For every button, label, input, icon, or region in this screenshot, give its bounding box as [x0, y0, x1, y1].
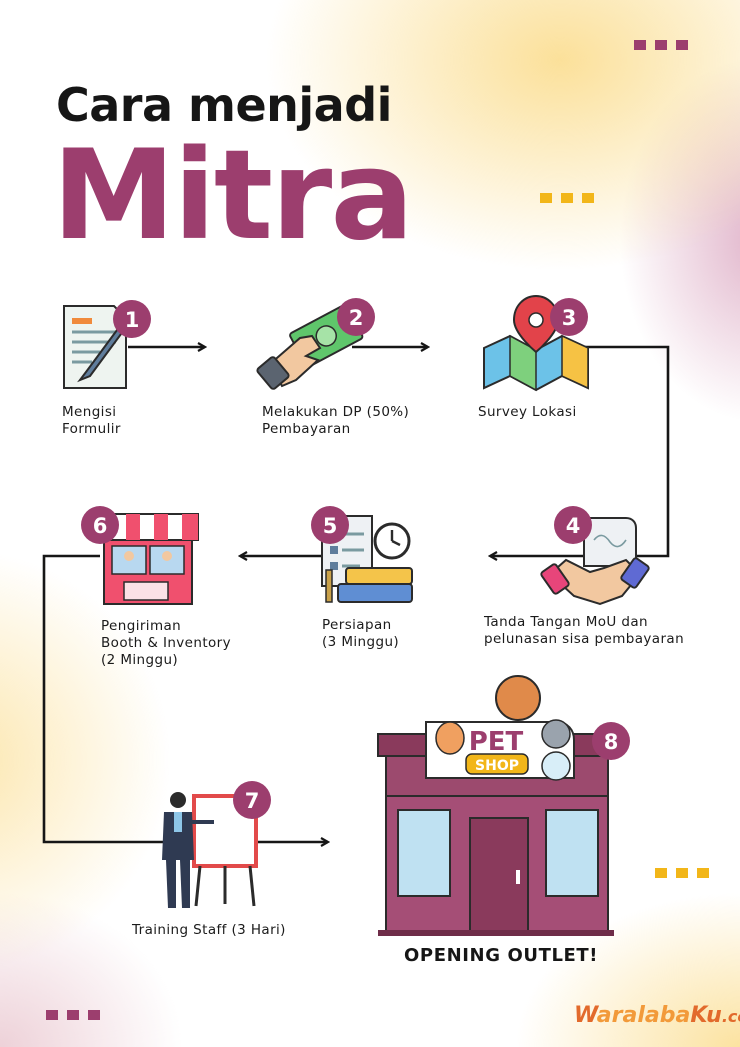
- step-8-label: OPENING OUTLET!: [404, 945, 599, 966]
- badge-number-6: 6: [93, 514, 108, 538]
- step-badges: [81, 298, 630, 819]
- preparation-icon: [321, 515, 413, 603]
- decor-dots-top-right: [634, 40, 688, 50]
- badge-number-8: 8: [604, 730, 619, 754]
- map-pin-icon: [483, 294, 589, 392]
- badge-number-7: 7: [245, 789, 260, 813]
- step-1-label: Mengisi Formulir: [62, 404, 121, 438]
- step-4-label: Tanda Tangan MoU dan pelunasan sisa pemb…: [484, 614, 684, 648]
- title-small: Cara menjadi: [56, 78, 392, 132]
- step-6-line-2: Booth & Inventory: [101, 634, 232, 651]
- badge-circle-6: [81, 506, 119, 544]
- step-2-label: Melakukan DP (50%) Pembayaran: [262, 404, 409, 438]
- title-big: Mitra: [52, 124, 414, 268]
- step-3-label: Survey Lokasi: [478, 404, 577, 421]
- badge-circle-3: [550, 298, 588, 336]
- badge-number-1: 1: [125, 308, 140, 332]
- step-2-line-1: Melakukan DP (50%): [262, 404, 410, 420]
- badge-number-4: 4: [566, 514, 581, 538]
- step-4-line-1: Tanda Tangan MoU dan: [484, 614, 648, 630]
- badge-circle-8: [592, 722, 630, 760]
- logo-part-3: Ku: [690, 1003, 722, 1028]
- badge-number-2: 2: [349, 306, 364, 330]
- pet-shop-building: [377, 675, 615, 936]
- badge-circle-7: [233, 781, 271, 819]
- badge-circle-2: [337, 298, 375, 336]
- booth-icon: [97, 513, 199, 605]
- step-5-line-2: (3 Minggu): [322, 633, 400, 650]
- decor-dots-gold-2: [655, 868, 709, 878]
- shop-sign-line1: PET: [469, 727, 524, 757]
- decor-dots-gold-1: [540, 193, 594, 203]
- step-7-line-1: Training Staff (3 Hari): [132, 922, 286, 938]
- waralabaku-logo[interactable]: WaralabaKu.com: [574, 1003, 740, 1028]
- logo-part-2: aralaba: [596, 1003, 691, 1028]
- step-7-label: Training Staff (3 Hari): [132, 922, 286, 939]
- badge-circle-4: [554, 506, 592, 544]
- step-3-line-1: Survey Lokasi: [478, 404, 577, 420]
- badge-circle-1: [113, 300, 151, 338]
- shop-sign-line2: SHOP: [475, 758, 519, 774]
- step-6-line-3: (2 Minggu): [101, 651, 179, 668]
- step-5-label: Persiapan (3 Minggu): [322, 617, 399, 651]
- step-4-line-2: pelunasan sisa pembayaran: [484, 630, 685, 647]
- decor-dots-bottom-left: [46, 1010, 100, 1020]
- step-5-line-1: Persiapan: [322, 617, 392, 633]
- step-6-label: Pengiriman Booth & Inventory (2 Minggu): [101, 618, 231, 669]
- logo-part-1: W: [574, 1003, 597, 1028]
- step-2-line-2: Pembayaran: [262, 420, 351, 437]
- form-icon: [63, 305, 127, 389]
- step-1-line-1: Mengisi: [62, 404, 117, 420]
- step-6-line-1: Pengiriman: [101, 618, 182, 634]
- badge-number-5: 5: [323, 514, 338, 538]
- step-1-line-2: Formulir: [62, 420, 121, 437]
- handshake-icon: [540, 517, 650, 606]
- logo-part-4: .com: [721, 1007, 740, 1026]
- badge-number-3: 3: [562, 306, 577, 330]
- badge-circle-5: [311, 506, 349, 544]
